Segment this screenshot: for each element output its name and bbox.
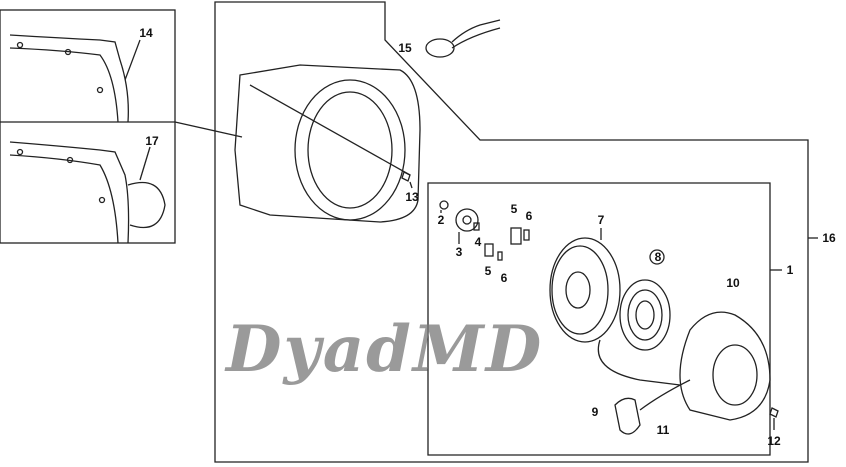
callout-1: 1 (786, 263, 794, 277)
callout-9: 9 (591, 405, 599, 419)
callout-8: 8 (654, 250, 662, 264)
inset-frame (0, 9, 176, 244)
callout-17: 17 (145, 134, 159, 148)
callout-2: 2 (437, 213, 445, 227)
callout-12: 12 (767, 434, 781, 448)
bolt-13 (401, 171, 413, 189)
bolt-12 (769, 407, 779, 430)
callout-16: 16 (822, 231, 836, 245)
starter-handle-9 (614, 379, 691, 435)
fan-cover-detail-17 (9, 141, 166, 244)
leader-line (174, 121, 243, 138)
small-parts (439, 200, 530, 261)
callout-5-lower: 5 (484, 264, 492, 278)
switch-part-15 (425, 19, 501, 58)
reel-pulley-7 (549, 228, 621, 343)
callout-6: 6 (525, 209, 533, 223)
callout-13: 13 (405, 190, 419, 204)
assembly-frame (214, 1, 809, 463)
watermark: DyadMD (226, 312, 544, 387)
callout-3: 3 (455, 245, 463, 259)
callout-14: 14 (139, 26, 153, 40)
callout-15: 15 (398, 41, 412, 55)
recoil-starter-frame (427, 182, 771, 456)
callout-5: 5 (510, 202, 518, 216)
callout-11: 11 (656, 423, 670, 437)
spring-8 (619, 249, 671, 351)
callout-6-lower: 6 (500, 271, 508, 285)
starter-case-10 (597, 311, 771, 421)
callout-4: 4 (474, 235, 482, 249)
fan-cover-detail-14 (9, 34, 141, 123)
callout-7: 7 (597, 213, 605, 227)
fan-cover (234, 64, 421, 223)
callout-10: 10 (726, 276, 740, 290)
